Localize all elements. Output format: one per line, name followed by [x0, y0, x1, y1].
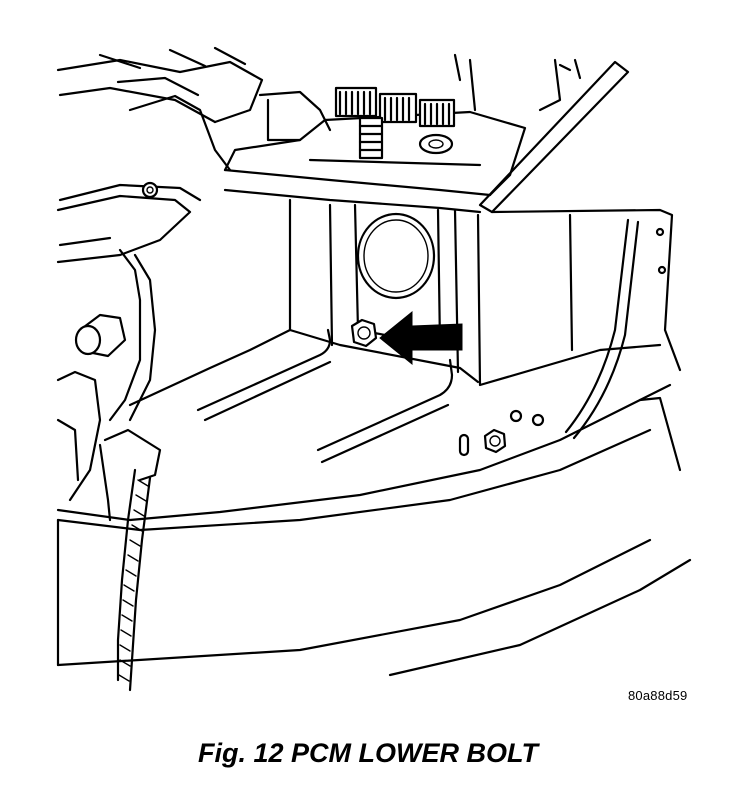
pcm-mounting-bracket: [128, 198, 682, 407]
left-side-components: [56, 248, 162, 692]
location-arrow: [379, 310, 463, 366]
tray-bolt: [483, 428, 507, 454]
figure-caption: Fig. 12 PCM LOWER BOLT: [198, 738, 538, 768]
figure-reference-code: 80a88d59: [628, 688, 688, 703]
tray-grooves: [196, 218, 667, 464]
fender-strut: [453, 53, 630, 214]
pcm-module: [223, 86, 527, 214]
pcm-lower-bolt: [350, 318, 378, 348]
engine-compartment-upper-left: [56, 46, 264, 264]
pcm-lower-bolt-illustration: [56, 46, 692, 692]
front-fascia: [56, 383, 692, 677]
